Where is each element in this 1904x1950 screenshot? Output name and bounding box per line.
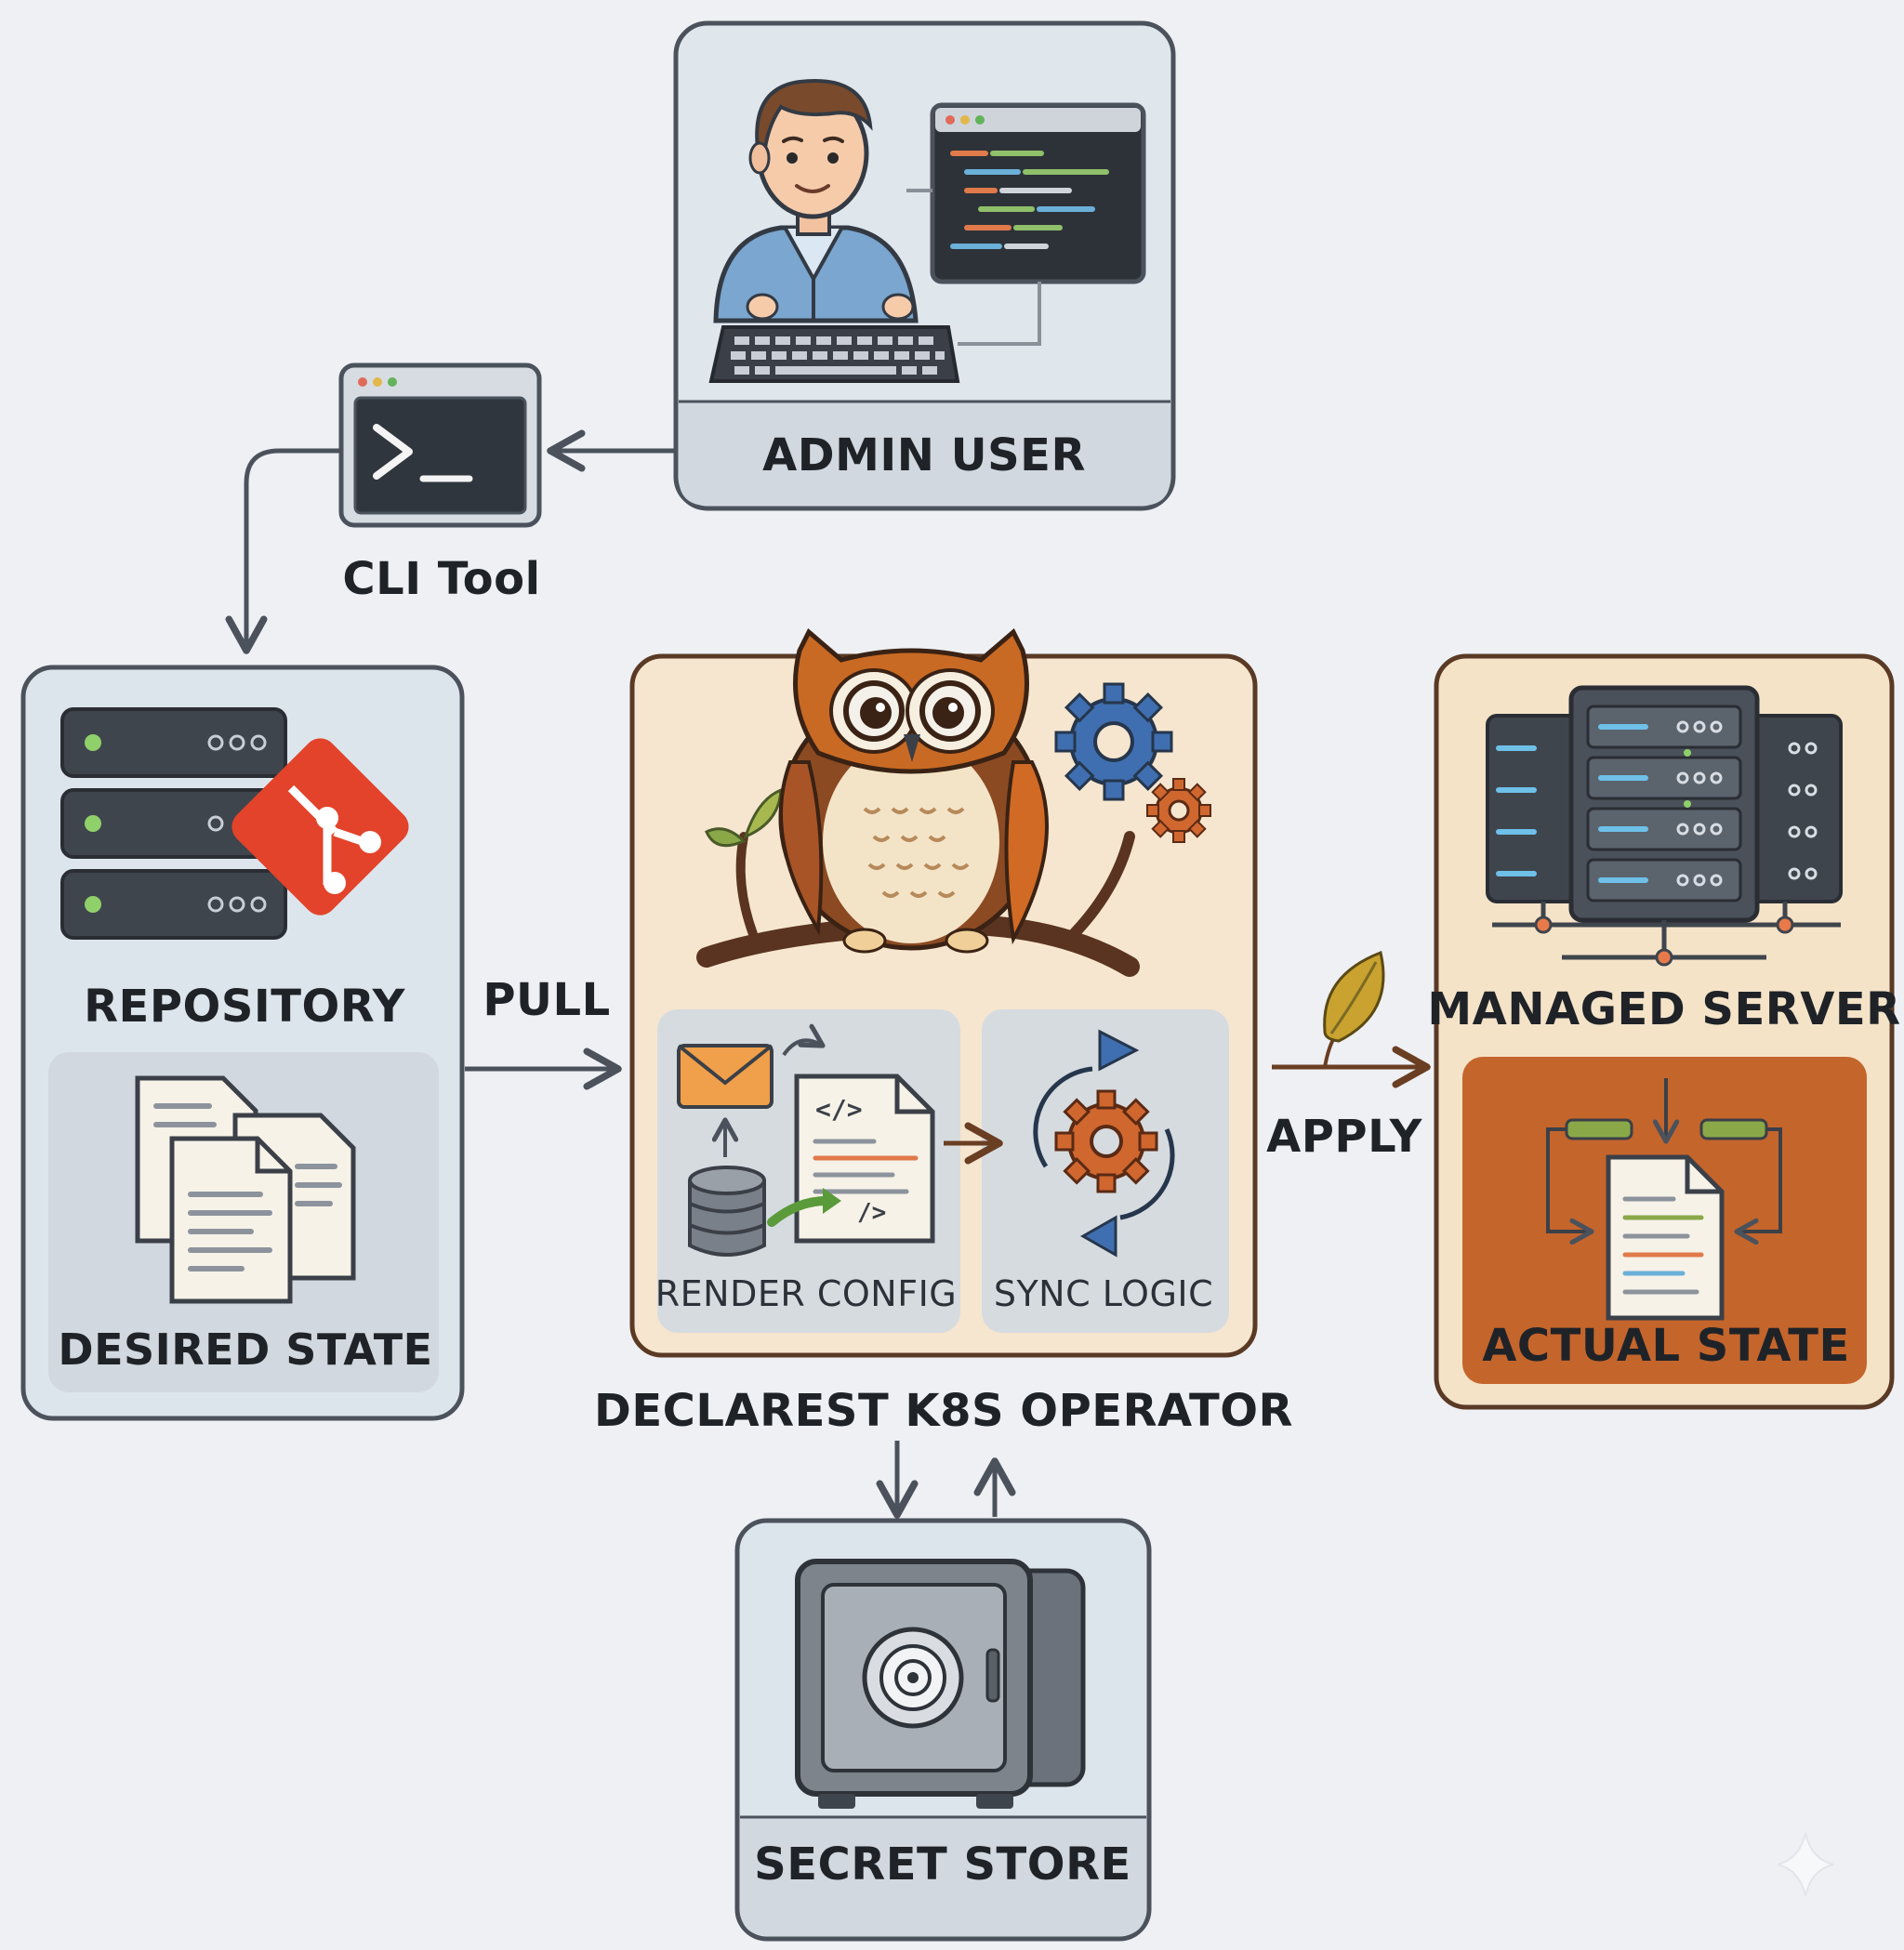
sync-logic-label: SYNC LOGIC — [993, 1273, 1214, 1314]
repository-node — [20, 665, 465, 1421]
svg-text:/>: /> — [857, 1199, 886, 1227]
server-stack-icon — [60, 707, 287, 940]
desired-state-label: DESIRED STATE — [58, 1324, 433, 1375]
render-config-label: RENDER CONFIG — [654, 1273, 958, 1314]
sync-cycle-icon — [1033, 1029, 1175, 1258]
cli-to-repository-arrow — [225, 448, 341, 654]
cli-tool-label: CLI Tool — [342, 553, 541, 605]
sparkle-icon — [1777, 1832, 1834, 1897]
apply-label: APPLY — [1266, 1111, 1422, 1163]
code-window-icon — [906, 102, 1146, 346]
operator-label: DECLAREST K8S OPERATOR — [594, 1385, 1293, 1437]
database-icon — [688, 1166, 766, 1257]
pull-label: PULL — [483, 974, 611, 1026]
code-file-icon: </> /> — [767, 1074, 935, 1244]
repository-label: REPOSITORY — [84, 981, 405, 1033]
managed-server-label: MANAGED SERVER — [1427, 983, 1901, 1035]
server-rack-icon — [1486, 685, 1843, 967]
git-logo-icon — [231, 738, 409, 916]
secret-store-label: SECRET STORE — [754, 1838, 1131, 1891]
actual-state-label: ACTUAL STATE — [1482, 1320, 1850, 1372]
state-document-icon — [1546, 1078, 1782, 1321]
keyboard-icon — [708, 325, 960, 383]
envelope-icon — [677, 1044, 774, 1109]
envelope-to-file-arrow — [782, 1040, 823, 1057]
admin-user-icon — [713, 79, 919, 323]
safe-vault-icon — [795, 1559, 1086, 1809]
leaf-icon — [1323, 950, 1385, 1068]
svg-text:</>: </> — [815, 1094, 863, 1125]
gear-icon — [1054, 682, 1211, 843]
admin-user-label: ADMIN USER — [762, 429, 1086, 481]
documents-icon — [135, 1075, 356, 1304]
owl-mascot-icon — [696, 628, 1140, 977]
terminal-icon — [338, 362, 542, 528]
